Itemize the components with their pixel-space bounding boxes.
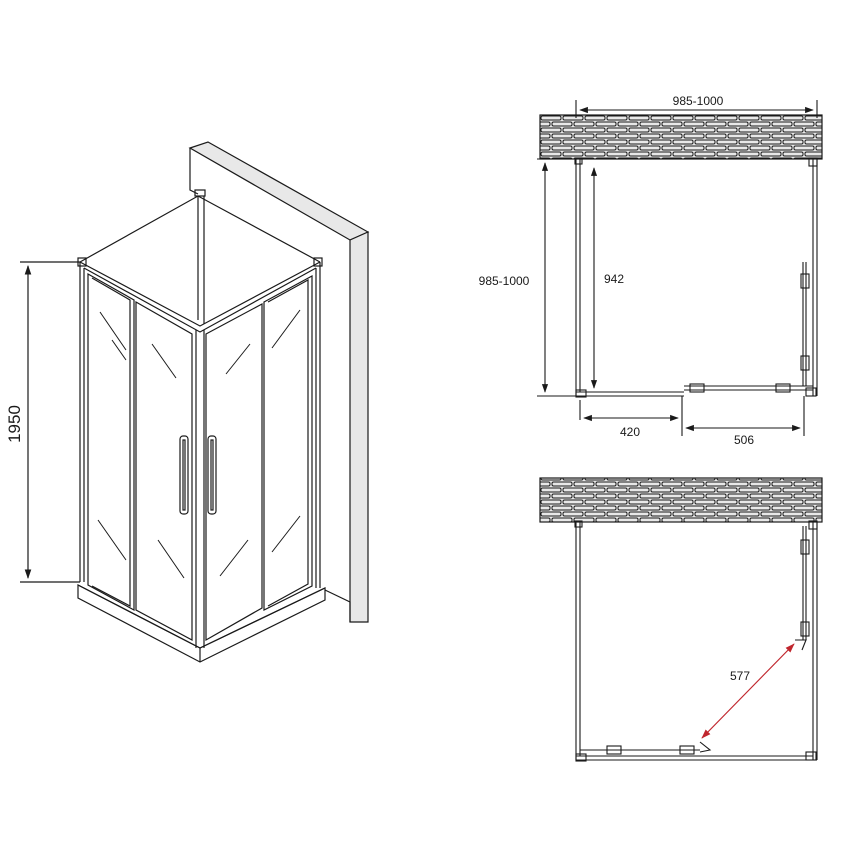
glass-reflections — [97, 309, 301, 579]
fixed-panel-label: 420 — [620, 425, 640, 439]
side-profiles — [77, 257, 323, 588]
door-handles[interactable] — [179, 435, 217, 515]
door-opening-label: 506 — [734, 433, 754, 447]
brick-wall-bottom — [539, 477, 823, 523]
brick-wall-top — [539, 114, 823, 160]
width-label: 985-1000 — [673, 94, 724, 108]
top-frame — [79, 189, 321, 333]
right-sliding-door — [205, 302, 263, 642]
left-fixed-panel — [87, 272, 135, 612]
diagonal-label: 577 — [730, 669, 750, 683]
plan-view-bottom — [539, 477, 823, 762]
isometric-view — [20, 141, 370, 663]
diagonal-dimension — [701, 643, 795, 739]
right-fixed-panel — [263, 274, 313, 611]
depth-label: 985-1000 — [479, 274, 530, 288]
height-label: 1950 — [5, 405, 24, 443]
inner-depth-label: 942 — [604, 272, 624, 286]
back-wall — [188, 141, 370, 623]
height-dimension — [20, 261, 80, 583]
shower-tray — [77, 584, 326, 663]
left-sliding-door — [135, 300, 193, 642]
plan-view-top — [537, 100, 823, 436]
corner-post — [195, 330, 205, 648]
